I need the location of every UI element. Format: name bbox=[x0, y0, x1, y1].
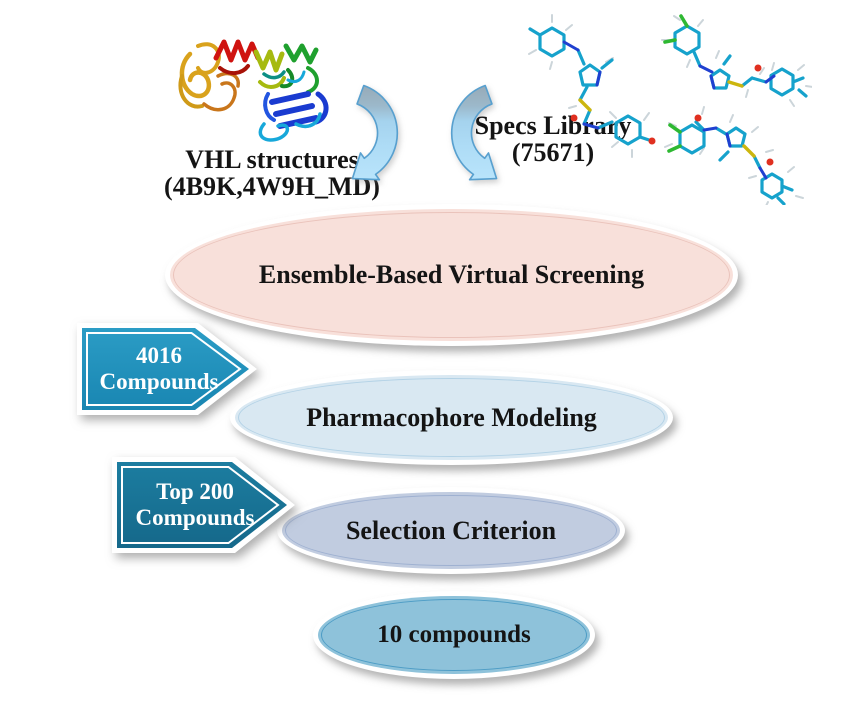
funnel-stage-fill: Selection Criterion bbox=[282, 492, 620, 569]
funnel-stage-label: Ensemble-Based Virtual Screening bbox=[258, 260, 645, 289]
badge-4016-compounds: 4016 Compounds bbox=[77, 323, 257, 415]
badge-line2: Compounds bbox=[135, 505, 255, 530]
funnel-stage-pharmacophore-modeling: Pharmacophore Modeling bbox=[230, 370, 673, 465]
badge-text: Top 200 Compounds bbox=[112, 457, 295, 553]
curved-arrow-left-icon bbox=[351, 84, 399, 181]
funnel-stage-10-compounds: 10 compounds bbox=[313, 591, 595, 679]
vhl-structures-line2: (4B9K,4W9H_MD) bbox=[164, 172, 380, 201]
funnel-stage-fill: 10 compounds bbox=[318, 596, 590, 674]
funnel-stage-selection-criterion: Selection Criterion bbox=[277, 487, 625, 574]
specs-library-line2: (75671) bbox=[511, 138, 595, 167]
funnel-stage-fill: Ensemble-Based Virtual Screening bbox=[170, 209, 733, 341]
vhl-structures-line1: VHL structures bbox=[185, 145, 359, 174]
badge-line1: 4016 bbox=[136, 343, 182, 368]
protein-ribbon-image bbox=[178, 39, 329, 142]
badge-arrow-shape bbox=[77, 323, 257, 415]
funnel-stage-label: Pharmacophore Modeling bbox=[306, 402, 597, 432]
molecules-image bbox=[528, 14, 812, 205]
funnel-stage-ensemble-screening: Ensemble-Based Virtual Screening bbox=[165, 204, 738, 346]
badge-text: 4016 Compounds bbox=[77, 323, 257, 415]
badge-line1: Top 200 bbox=[156, 479, 234, 504]
badge-line2: Compounds bbox=[99, 369, 219, 394]
vhl-structures-label: VHL structures (4B9K,4W9H_MD) bbox=[147, 146, 397, 200]
funnel-stage-fill: Pharmacophore Modeling bbox=[235, 375, 668, 460]
funnel-stage-label: 10 compounds bbox=[377, 621, 531, 648]
badge-arrow-shape bbox=[112, 457, 295, 553]
funnel-stage-label: Selection Criterion bbox=[345, 515, 557, 545]
badge-top-200-compounds: Top 200 Compounds bbox=[112, 457, 295, 553]
